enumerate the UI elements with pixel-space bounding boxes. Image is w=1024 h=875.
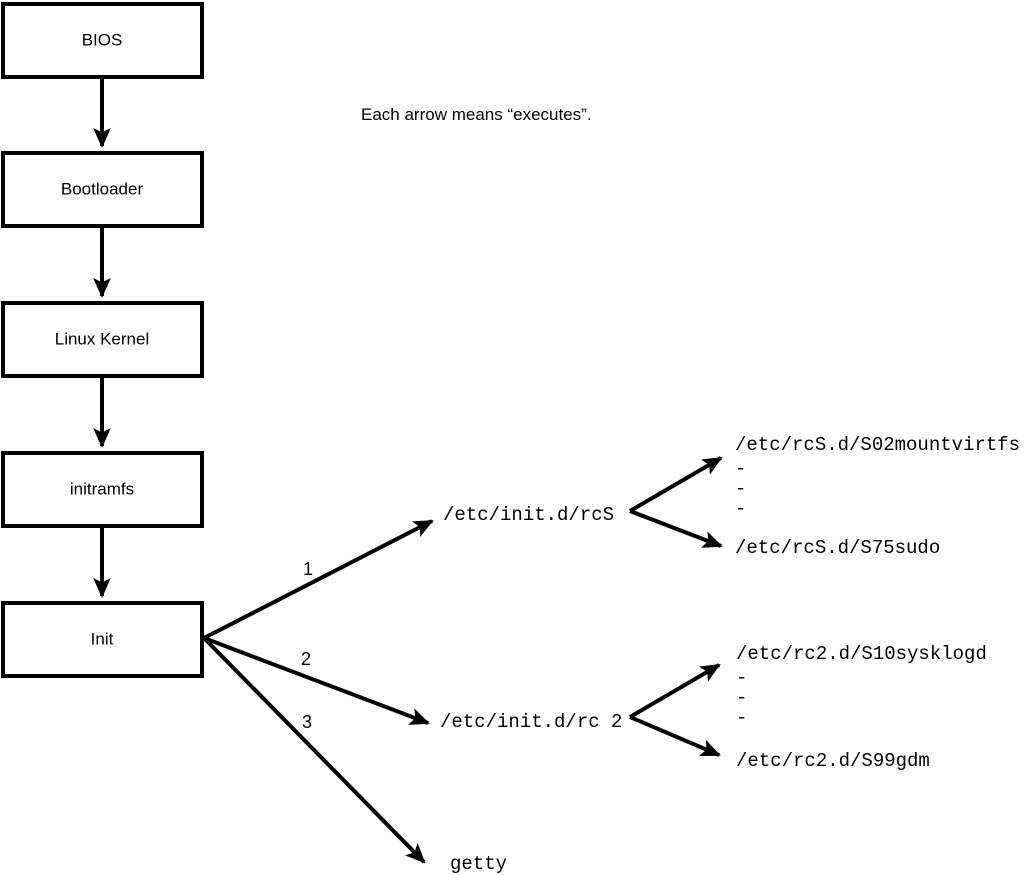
- edge-init-to-rc2: [203, 636, 430, 725]
- chain-node-label: initramfs: [70, 479, 134, 498]
- rc2-ellipsis-dash: -: [736, 687, 747, 709]
- edge-rc2-to-last-script: [629, 715, 721, 757]
- edge-rcS-to-first-script: [628, 456, 723, 513]
- rcS-ellipsis-dash: -: [735, 478, 746, 500]
- rcS-ellipsis-dash: -: [735, 498, 746, 520]
- branch-label-rcS[interactable]: /etc/init.d/rcS: [443, 504, 614, 526]
- chain-node-label: Init: [91, 629, 114, 648]
- chain-node-label: BIOS: [82, 30, 123, 49]
- chain-node-kernel[interactable]: Linux Kernel: [1, 301, 204, 378]
- rcS-ellipsis-dash: -: [735, 458, 746, 480]
- edge-number-3: 3: [302, 712, 312, 732]
- rcS-script-last[interactable]: /etc/rcS.d/S75sudo: [735, 537, 940, 559]
- rc2-script-first[interactable]: /etc/rc2.d/S10sysklogd: [736, 643, 987, 665]
- node-box-rect: [1, 301, 204, 378]
- node-box-rect: [1, 2, 204, 79]
- rcS-script-first[interactable]: /etc/rcS.d/S02mountvirtfs: [735, 434, 1020, 456]
- chain-node-label: Linux Kernel: [55, 329, 150, 348]
- edge-number-2: 2: [301, 649, 311, 669]
- edge-init-to-getty: [202, 636, 426, 864]
- node-box-rect: [1, 151, 204, 228]
- edge-number-1: 1: [303, 559, 313, 579]
- branch-label-getty[interactable]: getty: [450, 853, 507, 875]
- chain-node-init[interactable]: Init: [1, 601, 204, 678]
- edge-init-to-rcS: [203, 519, 434, 640]
- rc2-ellipsis-dash: -: [736, 667, 747, 689]
- chain-node-initramfs[interactable]: initramfs: [1, 451, 204, 528]
- edge-rcS-to-last-script: [629, 509, 723, 548]
- chain-node-bootloader[interactable]: Bootloader: [1, 151, 204, 228]
- chain-node-bios[interactable]: BIOS: [1, 2, 204, 79]
- diagram-caption: Each arrow means “executes”.: [361, 105, 592, 124]
- rc2-ellipsis-dash: -: [736, 707, 747, 729]
- branch-label-rc2[interactable]: /etc/init.d/rc 2: [440, 711, 622, 733]
- edge-rc2-to-first-script: [628, 663, 721, 719]
- node-box-rect: [1, 601, 204, 678]
- rc2-script-last[interactable]: /etc/rc2.d/S99gdm: [736, 750, 930, 772]
- chain-node-label: Bootloader: [61, 179, 144, 198]
